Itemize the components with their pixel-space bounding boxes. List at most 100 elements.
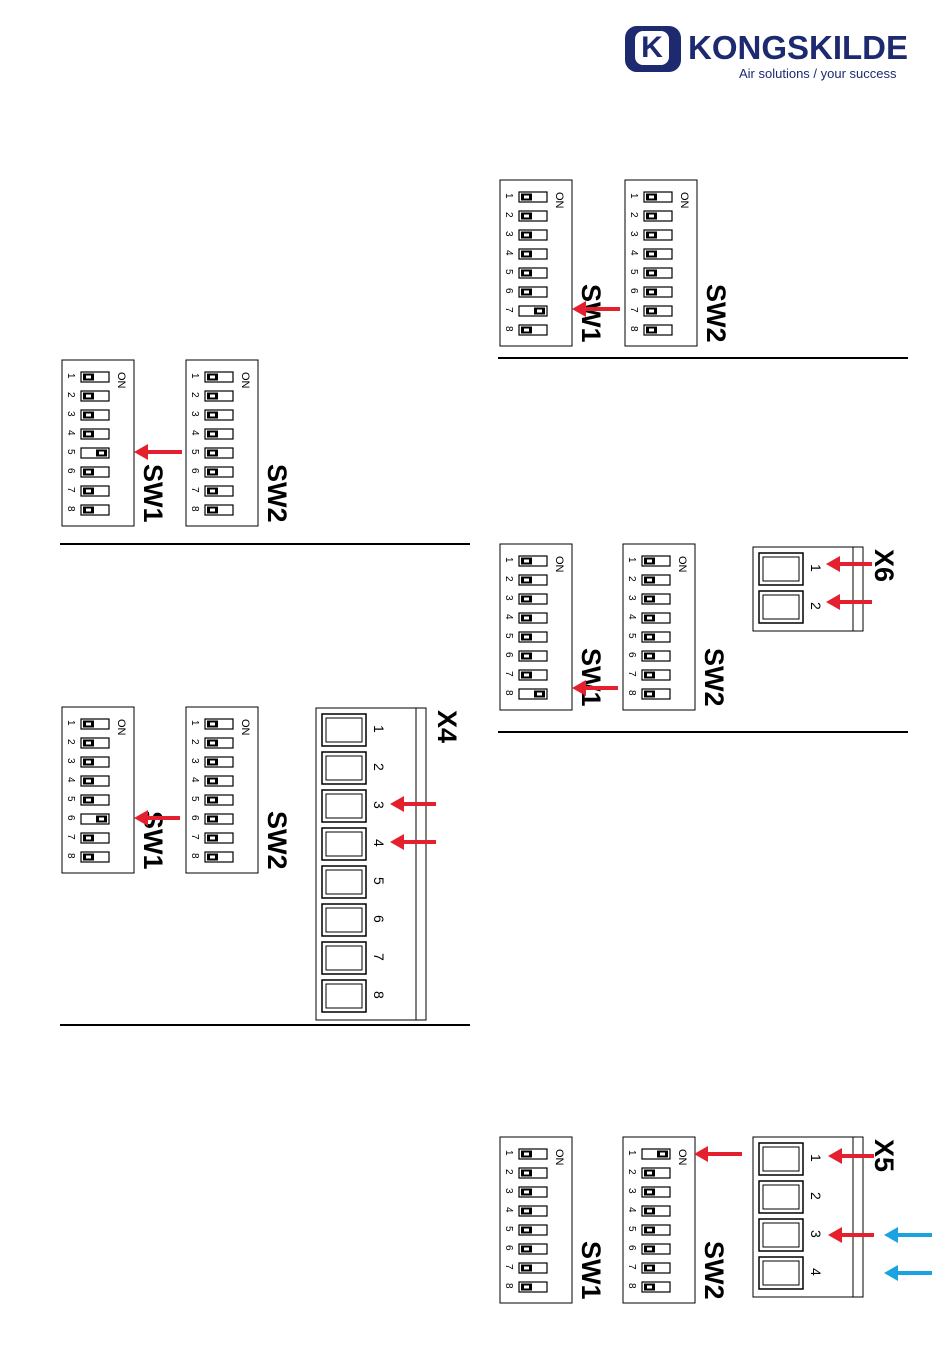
switch-knob-inner xyxy=(86,375,91,379)
switch-knob-inner xyxy=(647,692,652,696)
switch-slot xyxy=(80,737,110,749)
red-arrow-head xyxy=(828,1227,842,1243)
switch-position-number: 4 xyxy=(628,250,639,256)
switch-slot xyxy=(641,1148,671,1160)
switch-position-number: 6 xyxy=(65,468,76,474)
switch-slot xyxy=(641,631,671,643)
switch-position-number: 4 xyxy=(503,614,514,620)
brand-tagline: Air solutions / your success xyxy=(739,66,897,81)
switch-slot xyxy=(204,756,234,768)
switch-slot xyxy=(643,305,673,317)
terminal-number: 4 xyxy=(808,1268,824,1276)
switch-slot xyxy=(641,1262,671,1274)
terminal-number: 3 xyxy=(808,1230,824,1238)
dip-switch-body xyxy=(185,359,259,527)
on-label: ON xyxy=(678,192,690,209)
switch-position-number: 8 xyxy=(189,506,200,512)
switch-knob-inner xyxy=(647,1209,652,1213)
switch-knob-inner xyxy=(524,616,529,620)
dip-switch-body xyxy=(499,1136,573,1304)
switch-position-number: 4 xyxy=(189,777,200,783)
switch-position-number: 3 xyxy=(503,231,514,237)
red-arrow-head xyxy=(390,834,404,850)
switch-position-number: 1 xyxy=(503,1150,514,1156)
switch-slot xyxy=(80,832,110,844)
switch-knob-inner xyxy=(649,290,654,294)
switch-position-number: 8 xyxy=(189,853,200,859)
switch-slot xyxy=(518,1281,548,1293)
switch-knob-inner xyxy=(649,233,654,237)
blue-arrow-head xyxy=(884,1265,898,1281)
switch-position-number: 5 xyxy=(65,449,76,455)
switch-position-number: 4 xyxy=(189,430,200,436)
switch-slot xyxy=(643,286,673,298)
switch-knob-inner xyxy=(86,432,91,436)
switch-position-number: 7 xyxy=(189,487,200,493)
connector-label: X4 xyxy=(432,710,462,743)
switch-slot xyxy=(518,229,548,241)
switch-knob-inner xyxy=(647,654,652,658)
switch-slot xyxy=(204,832,234,844)
switch-position-number: 1 xyxy=(189,720,200,726)
switch-knob-inner xyxy=(647,673,652,677)
switch-knob-inner xyxy=(86,760,91,764)
switch-position-number: 6 xyxy=(503,288,514,294)
switch-slot xyxy=(204,813,234,825)
switch-position-number: 6 xyxy=(189,468,200,474)
switch-knob-inner xyxy=(210,508,215,512)
terminal-inner xyxy=(325,869,363,895)
switch-knob-inner xyxy=(210,722,215,726)
terminal-inner xyxy=(762,1184,800,1210)
switch-slot xyxy=(641,688,671,700)
switch-knob-inner xyxy=(86,508,91,512)
terminal-number: 6 xyxy=(371,915,387,923)
switch-knob-inner xyxy=(524,252,529,256)
switch-slot xyxy=(80,428,110,440)
switch-position-number: 5 xyxy=(626,1226,637,1232)
terminal-number: 2 xyxy=(371,763,387,771)
switch-position-number: 7 xyxy=(626,671,637,677)
switch-slot xyxy=(80,813,110,825)
switch-knob-inner xyxy=(86,798,91,802)
switch-position-number: 7 xyxy=(503,307,514,313)
switch-knob-inner xyxy=(524,578,529,582)
switch-slot xyxy=(518,650,548,662)
switch-slot xyxy=(641,669,671,681)
switch-position-number: 8 xyxy=(503,1283,514,1289)
switch-slot xyxy=(641,1186,671,1198)
switch-knob-inner xyxy=(86,836,91,840)
switch-position-number: 1 xyxy=(65,720,76,726)
switch-knob-inner xyxy=(524,635,529,639)
switch-slot xyxy=(204,775,234,787)
switch-slot xyxy=(518,210,548,222)
terminal-inner xyxy=(325,831,363,857)
switch-position-number: 6 xyxy=(189,815,200,821)
switch-label: SW1 xyxy=(138,464,168,523)
switch-knob-inner xyxy=(524,271,529,275)
switch-knob-inner xyxy=(86,779,91,783)
switch-knob-inner xyxy=(524,1209,529,1213)
switch-slot xyxy=(518,574,548,586)
switch-position-number: 7 xyxy=(189,834,200,840)
switch-slot xyxy=(204,466,234,478)
switch-position-number: 8 xyxy=(626,1283,637,1289)
terminal-number: 2 xyxy=(808,1192,824,1200)
terminal-number: 4 xyxy=(371,839,387,847)
terminal-number: 8 xyxy=(371,991,387,999)
switch-slot xyxy=(518,1205,548,1217)
divider-rule xyxy=(498,731,908,733)
switch-position-number: 6 xyxy=(503,1245,514,1251)
switch-knob-inner xyxy=(649,328,654,332)
switch-slot xyxy=(641,612,671,624)
switch-slot xyxy=(204,794,234,806)
switch-position-number: 7 xyxy=(65,834,76,840)
switch-position-number: 5 xyxy=(503,269,514,275)
switch-slot xyxy=(641,1205,671,1217)
switch-position-number: 1 xyxy=(503,193,514,199)
switch-knob-inner xyxy=(210,855,215,859)
switch-position-number: 4 xyxy=(626,1207,637,1213)
switch-position-number: 2 xyxy=(503,212,514,218)
switch-knob-inner xyxy=(647,1266,652,1270)
terminal-number: 2 xyxy=(808,602,824,610)
